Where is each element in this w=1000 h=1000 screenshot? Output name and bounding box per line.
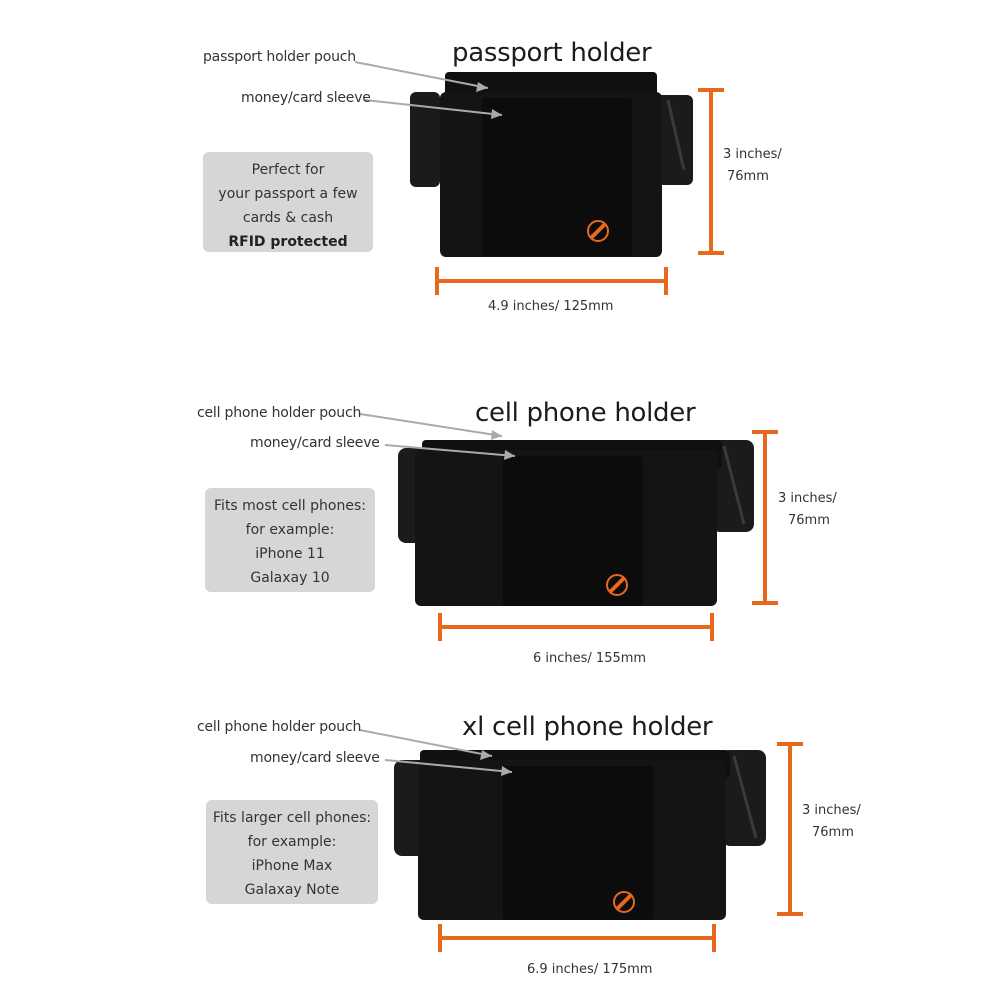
info-line: your passport a few [218, 186, 358, 202]
cell-phone-holder-illustration [359, 413, 778, 641]
width-label: 4.9 inches/ 125mm [488, 299, 614, 314]
strap-left [410, 92, 440, 187]
height-label: 3 inches/ 76mm [802, 803, 861, 840]
card-sleeve [503, 456, 643, 606]
info-line: for example: [247, 834, 337, 850]
passport-holder-illustration [354, 61, 724, 295]
info-box: Fits most cell phones: for example: iPho… [205, 488, 375, 592]
product-cell-phone-holder: cell phone holder cell phone holder pouc… [0, 390, 1000, 680]
product-title: cell phone holder [475, 398, 696, 428]
info-line: Perfect for [251, 162, 325, 178]
callout-pouch: passport holder pouch [203, 49, 356, 65]
product-title: xl cell phone holder [462, 712, 713, 742]
info-box: Fits larger cell phones: for example: iP… [206, 800, 378, 904]
info-line: Galaxay Note [244, 882, 340, 898]
width-label: 6.9 inches/ 175mm [527, 962, 653, 977]
info-line: iPhone Max [251, 858, 333, 874]
product-xl-cell-phone-holder: xl cell phone holder cell phone holder p… [0, 700, 1000, 1000]
card-sleeve [482, 98, 632, 256]
width-label: 6 inches/ 155mm [533, 651, 647, 666]
card-sleeve [503, 766, 653, 920]
info-line: iPhone 11 [255, 546, 325, 562]
callout-sleeve: money/card sleeve [250, 435, 380, 451]
info-line: Fits most cell phones: [214, 498, 366, 514]
height-label: 3 inches/ 76mm [778, 491, 837, 528]
info-box: Perfect for your passport a few cards & … [203, 152, 373, 252]
callout-sleeve: money/card sleeve [250, 750, 380, 766]
callout-pouch: cell phone holder pouch [197, 719, 362, 735]
callout-sleeve: money/card sleeve [241, 90, 371, 106]
height-label: 3 inches/ 76mm [723, 147, 782, 184]
product-passport-holder: passport holder passport holder pouch mo… [0, 0, 1000, 330]
product-title: passport holder [452, 38, 652, 68]
callout-pouch: cell phone holder pouch [197, 405, 362, 421]
info-line-rfid: RFID protected [228, 234, 348, 250]
info-line: Galaxay 10 [250, 570, 330, 586]
info-line: Fits larger cell phones: [212, 810, 372, 826]
xl-cell-phone-holder-illustration [359, 729, 803, 952]
info-line: for example: [245, 522, 335, 538]
info-line: cards & cash [242, 210, 334, 226]
